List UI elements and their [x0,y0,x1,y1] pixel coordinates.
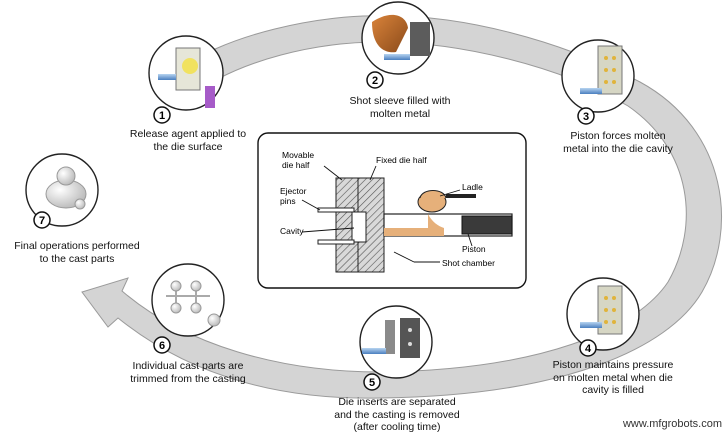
step-number-2: 2 [372,75,378,87]
label-shot-chamber: Shot chamber [442,258,495,268]
label-cavity: Cavity [280,226,304,236]
step-5-illustration: 5 [359,305,433,391]
die-open-icon [362,318,420,358]
step-3-illustration: 3 [561,39,635,125]
step-6-caption: Individual cast parts are trimmed from t… [118,360,258,385]
step-5-caption-line-3: (after cooling time) [353,421,441,433]
step-6-caption-line-2: trimmed from the casting [130,372,246,385]
step-3-caption-line-2: metal into the die cavity [563,142,673,155]
label-ejector-pins-line-2: pins [280,196,296,206]
step-2-caption-line-1: Shot sleeve filled with [349,95,451,107]
step-number-7: 7 [39,215,45,227]
step-5-caption-line-2: and the casting is removed [334,408,460,421]
spray-die-icon [158,47,215,108]
casting-tree-icon [166,280,221,327]
step-2-caption: Shot sleeve filled with molten metal [330,95,470,120]
die-casting-machine-diagram: Movable die half Fixed die half Ejector … [257,132,527,289]
step-number-6: 6 [159,340,165,352]
step-1-caption-line-2: the die surface [153,140,223,153]
die-pressure-icon [580,285,623,335]
die-injection-icon [580,45,623,95]
label-piston: Piston [462,244,486,254]
piston [461,215,513,235]
step-number-3: 3 [583,111,589,123]
label-movable-die-line-2: die half [282,160,310,170]
label-ladle: Ladle [462,182,483,192]
step-2-caption-line-2: molten metal [369,107,431,120]
ladle [417,190,476,213]
step-number-1: 1 [159,110,165,122]
step-2-illustration: 2 [361,1,435,89]
step-1-caption-line-1: Release agent applied to [129,128,247,140]
watermark: www.mfgrobots.com [622,418,722,430]
step-4-caption-line-3: cavity is filled [582,384,644,396]
cast-part-icon [45,166,87,210]
step-4-caption-line-1: Piston maintains pressure [552,359,674,371]
label-movable-die-line-1: Movable [282,150,314,160]
step-3-caption: Piston forces molten metal into the die … [548,130,688,155]
step-7-caption-line-1: Final operations performed [14,240,140,252]
step-7-caption: Final operations performed to the cast p… [4,240,150,265]
step-4-illustration: 4 [566,277,640,357]
center-diagram-frame [257,132,527,289]
step-7-illustration: 7 [25,153,99,229]
step-1-caption: Release agent applied to the die surface [118,128,258,153]
step-6-caption-line-1: Individual cast parts are [132,360,244,372]
step-4-caption: Piston maintains pressure on molten meta… [538,359,688,397]
label-fixed-die: Fixed die half [376,155,427,165]
cavity [351,211,367,243]
ladle-pour-icon [372,14,430,60]
step-5-caption: Die inserts are separated and the castin… [322,396,472,434]
ejector-pins [317,207,355,245]
step-number-5: 5 [369,377,375,389]
step-number-4: 4 [585,343,592,355]
step-7-caption-line-2: to the cast parts [39,252,115,265]
step-6-illustration: 6 [151,263,225,354]
step-1-illustration: 1 [148,35,224,124]
step-4-caption-line-2: on molten metal when die [553,371,673,384]
label-ejector-pins-line-1: Ejector [280,186,307,196]
step-3-caption-line-1: Piston forces molten [570,130,666,142]
step-5-caption-line-1: Die inserts are separated [338,396,456,408]
